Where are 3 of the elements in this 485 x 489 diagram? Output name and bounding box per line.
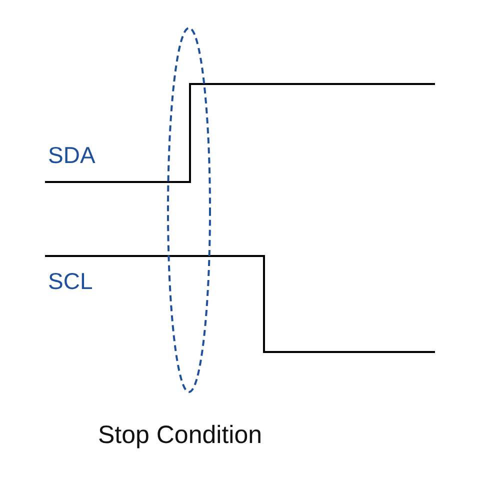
caption: Stop Condition [98,423,262,448]
signal-label: SDA [48,144,96,167]
signal-label: SCL [48,270,93,293]
